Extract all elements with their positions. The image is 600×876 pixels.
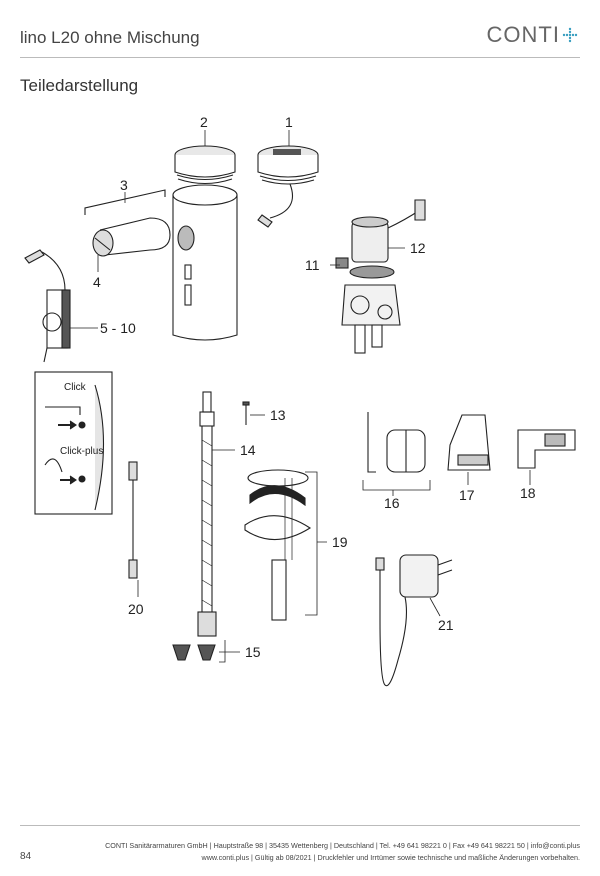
- part-21-power-supply: [375, 554, 453, 687]
- label-part-12: 12: [410, 240, 426, 256]
- part-5-10-sensor-module: [24, 249, 71, 363]
- label-part-19: 19: [332, 534, 348, 550]
- leader-lines: [70, 130, 531, 663]
- part-11-filter: [335, 257, 349, 269]
- part-17-clip: [447, 414, 491, 471]
- part-4-spout: [92, 217, 171, 257]
- header-divider: [20, 57, 580, 58]
- label-part-18: 18: [520, 485, 536, 501]
- label-part-16: 16: [384, 495, 400, 511]
- click-inset: [34, 371, 113, 515]
- part-13-screw: [242, 401, 250, 425]
- part-2-cap: [174, 145, 236, 185]
- label-part-1: 1: [285, 114, 293, 130]
- exploded-parts-drawing: 2 1 3 4 5 - 10 11 12 13 14 15 16 17 18 1…: [24, 114, 576, 687]
- brand-logo: CONTI: [486, 22, 560, 47]
- part-18-holder: [517, 429, 576, 469]
- part-16-battery-pack: [367, 412, 426, 473]
- inset-label-click-plus: Click-plus: [60, 446, 103, 457]
- part-14-hose: [197, 391, 217, 637]
- label-part-11: 11: [305, 257, 320, 273]
- label-part-17: 17: [459, 487, 475, 503]
- brand-plus-icon: [562, 27, 578, 43]
- part-number-labels: 2 1 3 4 5 - 10 11 12 13 14 15 16 17 18 1…: [60, 114, 536, 660]
- footer-text: CONTI Sanitärarmaturen GmbH | Hauptstraß…: [105, 840, 580, 864]
- part-1-sensor-cap: [257, 145, 319, 228]
- label-part-20: 20: [128, 601, 144, 617]
- label-part-14: 14: [240, 442, 256, 458]
- label-part-15: 15: [245, 644, 261, 660]
- inset-label-click: Click: [64, 382, 87, 393]
- part-12-coil: [351, 199, 426, 263]
- part-19-mounting-set: [244, 469, 312, 621]
- part-20-cable: [128, 461, 138, 579]
- label-part-3: 3: [120, 177, 128, 193]
- label-part-2: 2: [200, 114, 208, 130]
- label-part-5-10: 5 - 10: [100, 320, 136, 336]
- main-body: [172, 184, 238, 341]
- part-15-washers: [172, 644, 216, 661]
- footer-divider: [20, 825, 580, 826]
- section-title: Teiledarstellung: [20, 76, 139, 95]
- valve-block: [341, 265, 401, 354]
- page-number: 84: [20, 851, 32, 862]
- footer-web-line: www.conti.plus | Gültig ab 08/2021 | Dru…: [201, 853, 581, 862]
- document-title: lino L20 ohne Mischung: [20, 28, 200, 47]
- label-part-21: 21: [438, 617, 454, 633]
- footer-company-line: CONTI Sanitärarmaturen GmbH | Hauptstraß…: [105, 841, 580, 850]
- label-part-13: 13: [270, 407, 286, 423]
- label-part-4: 4: [93, 274, 101, 290]
